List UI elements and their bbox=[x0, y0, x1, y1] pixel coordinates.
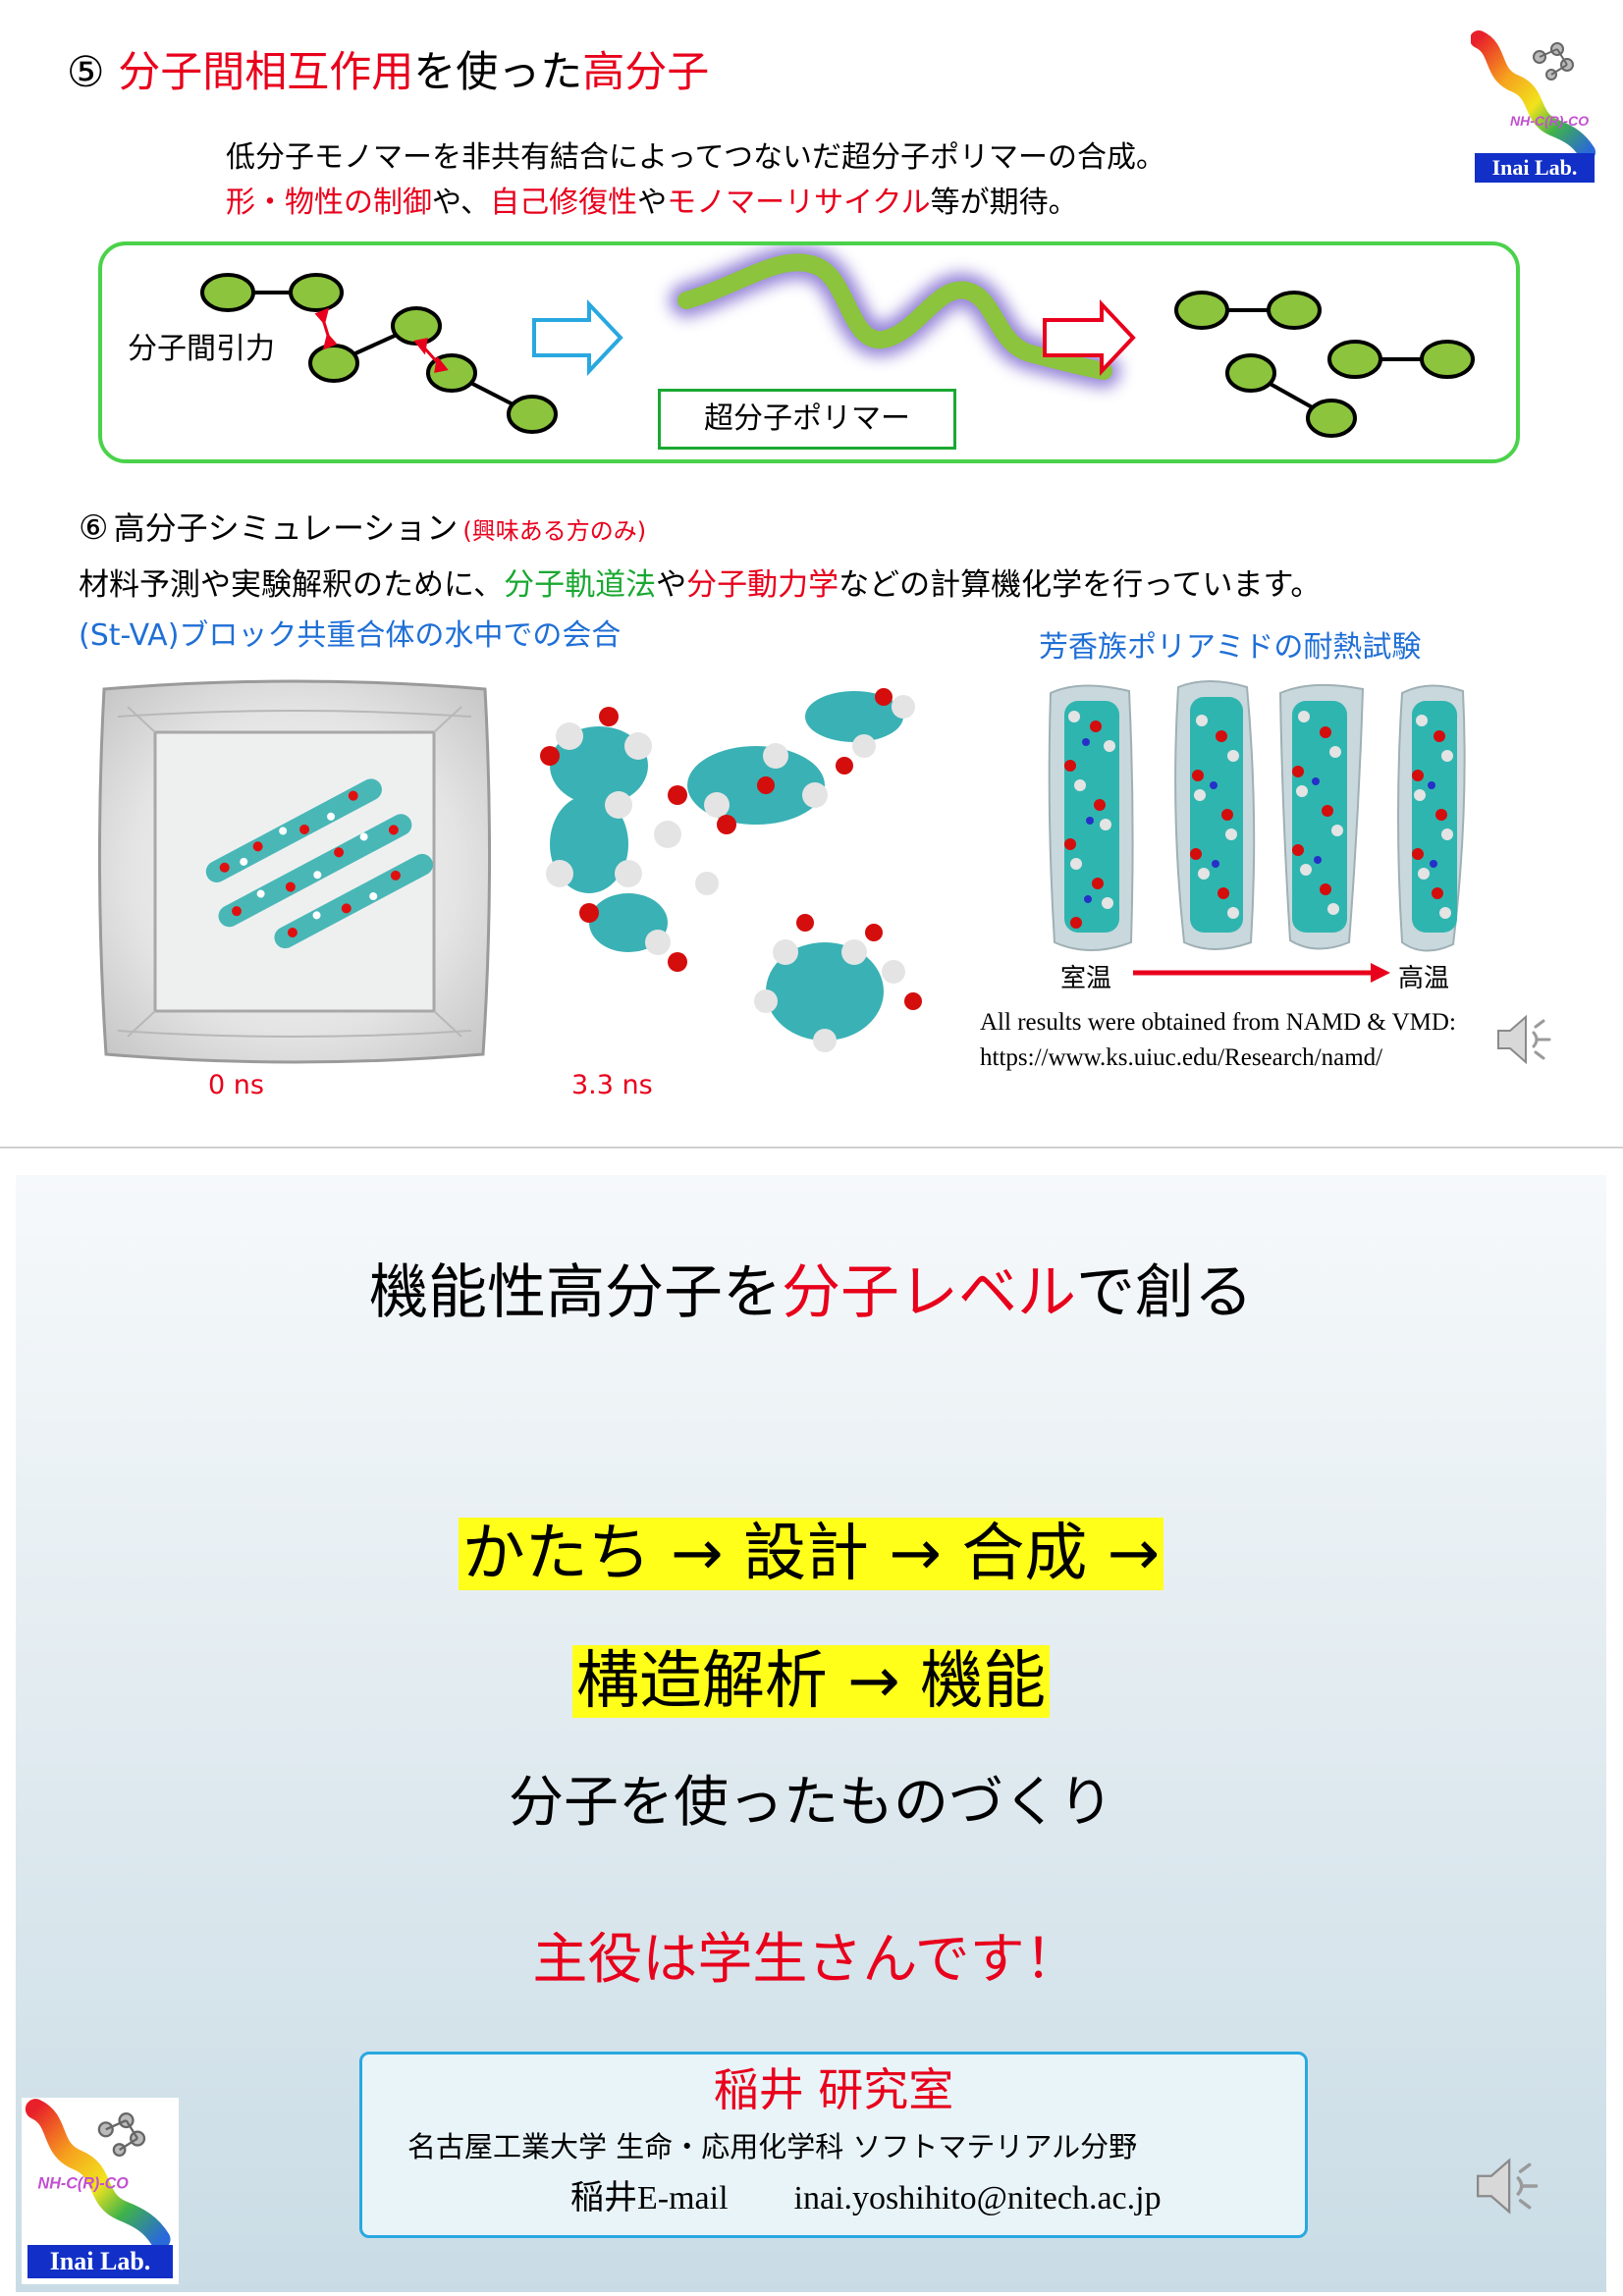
slide-1: ⑤ 分子間相互作用を使った高分子 NH-C(R)-CO Inai Lab. 低分… bbox=[0, 29, 1623, 1148]
lab-badge: Inai Lab. bbox=[27, 2245, 173, 2278]
temp-high-label: 高温 bbox=[1398, 964, 1450, 993]
flow-line-1: かたち → 設計 → 合成 → bbox=[16, 1509, 1606, 1599]
credits: All results were obtained from NAMD & VM… bbox=[980, 1005, 1456, 1076]
label-supramolecular-polymer: 超分子ポリマー bbox=[658, 389, 956, 450]
section6-number: ⑥ bbox=[79, 508, 109, 548]
simulation-description: 材料予測や実験解釈のために、分子軌道法や分子動力学などの計算機化学を行っています… bbox=[79, 563, 1321, 607]
email-label: 稲井E-mail bbox=[570, 2180, 729, 2216]
left-caption: (St-VA)ブロック共重合体の水中での会合 bbox=[79, 618, 622, 653]
right-caption: 芳香族ポリアミドの耐熱試験 bbox=[1039, 630, 1422, 665]
flow-text-1: かたち → 設計 → 合成 → bbox=[458, 1518, 1164, 1590]
section5-number: ⑤ bbox=[67, 48, 105, 97]
time-label-3ns: 3.3 ns bbox=[571, 1070, 653, 1100]
supramolecular-diagram: 分子間引力 超分子ポリマー bbox=[98, 241, 1520, 463]
title-part-1: 分子間相互作用 bbox=[118, 48, 414, 97]
logo-text: NH-C(R)-CO bbox=[38, 2174, 130, 2192]
desc-line-1: 低分子モノマーを非共有結合によってつないだ超分子ポリマーの合成。 bbox=[226, 140, 1165, 175]
slide-2: 機能性高分子を分子レベルで創る かたち → 設計 → 合成 → 構造解析 → 機… bbox=[16, 1175, 1606, 2292]
headline-molecular-level: 分子レベル bbox=[782, 1258, 1076, 1327]
students-line: 主役は学生さんです！ bbox=[532, 1928, 1080, 1992]
speaker-icon[interactable] bbox=[1469, 2147, 1547, 2225]
section6-heading: 高分子シミュレーション bbox=[113, 509, 459, 547]
lab-logo-bottom: NH-C(R)-CO Inai Lab. bbox=[22, 2098, 179, 2284]
lab-badge: Inai Lab. bbox=[1475, 153, 1595, 183]
speaker-icon[interactable] bbox=[1490, 1005, 1559, 1074]
desc-recycle: モノマーリサイクル bbox=[667, 186, 931, 220]
credit-line-1: All results were obtained from NAMD & VM… bbox=[980, 1009, 1456, 1036]
aggregate-molecule-image bbox=[540, 688, 922, 1052]
title-part-2: を使った bbox=[413, 48, 583, 97]
sim-mo-method: 分子軌道法 bbox=[504, 567, 657, 603]
flow-text-2: 構造解析 → 機能 bbox=[571, 1645, 1051, 1718]
lab-logo: NH-C(R)-CO Inai Lab. bbox=[1470, 29, 1598, 187]
lab-logo-icon: NH-C(R)-CO bbox=[25, 2099, 171, 2250]
headline-part-c: で創る bbox=[1076, 1258, 1253, 1327]
headline-part-a: 機能性高分子を bbox=[369, 1258, 782, 1327]
section5-title: ⑤ 分子間相互作用を使った高分子 bbox=[67, 43, 709, 102]
lab-info-box: 稲井 研究室 名古屋工業大学 生命・応用化学科 ソフトマテリアル分野 稲井E-m… bbox=[359, 2052, 1308, 2238]
lab-logo-icon: NH-C(R)-CO bbox=[1470, 30, 1596, 161]
desc-line-2: 形・物性の制御や、自己修復性やモノマーリサイクル等が期待。 bbox=[226, 181, 1165, 226]
credit-line-2: https://www.ks.uiuc.edu/Research/namd/ bbox=[980, 1044, 1383, 1071]
polyamide-heat-test-image bbox=[1048, 680, 1466, 952]
sim-md: 分子動力学 bbox=[686, 567, 839, 603]
arrow-right-icon bbox=[1043, 298, 1136, 377]
temp-room-label: 室温 bbox=[1060, 964, 1112, 993]
sim-part-c: や bbox=[656, 567, 687, 603]
sim-part-a: 材料予測や実験解釈のために、 bbox=[79, 567, 505, 603]
description: 低分子モノマーを非共有結合によってつないだ超分子ポリマーの合成。 形・物性の制御… bbox=[226, 135, 1165, 226]
logo-text: NH-C(R)-CO bbox=[1510, 113, 1589, 129]
email-line: 稲井E-mail inai.yoshihito@nitech.ac.jp bbox=[570, 2174, 1162, 2223]
monozukuri-line: 分子を使ったものづくり bbox=[509, 1771, 1113, 1835]
desc-self-healing: 自己修復性 bbox=[490, 186, 638, 220]
desc-end: 等が期待。 bbox=[930, 186, 1078, 220]
section6-title: ⑥ 高分子シミュレーション (興味ある方のみ) bbox=[79, 507, 646, 556]
flow-line-2: 構造解析 → 機能 bbox=[16, 1636, 1606, 1727]
affiliation: 名古屋工業大学 生命・応用化学科 ソフトマテリアル分野 bbox=[407, 2130, 1138, 2163]
lab-name: 稲井 研究室 bbox=[713, 2063, 954, 2116]
desc-shape-control: 形・物性の制御 bbox=[226, 186, 432, 220]
label-intermolecular-force: 分子間引力 bbox=[126, 324, 277, 367]
desc-sep-1: や、 bbox=[432, 186, 491, 220]
diagram-graphic bbox=[200, 245, 1475, 438]
section6-note: (興味ある方のみ) bbox=[462, 517, 647, 545]
sim-part-e: などの計算機化学を行っています。 bbox=[839, 567, 1322, 603]
water-box-image bbox=[98, 679, 491, 1064]
desc-sep-2: や bbox=[637, 186, 668, 220]
email-address[interactable]: inai.yoshihito@nitech.ac.jp bbox=[793, 2180, 1162, 2216]
time-label-0ns: 0 ns bbox=[208, 1070, 264, 1100]
headline: 機能性高分子を分子レベルで創る bbox=[16, 1254, 1606, 1332]
arrow-right-icon bbox=[532, 298, 623, 377]
temperature-arrow bbox=[1133, 963, 1390, 983]
title-part-3: 高分子 bbox=[582, 48, 710, 97]
